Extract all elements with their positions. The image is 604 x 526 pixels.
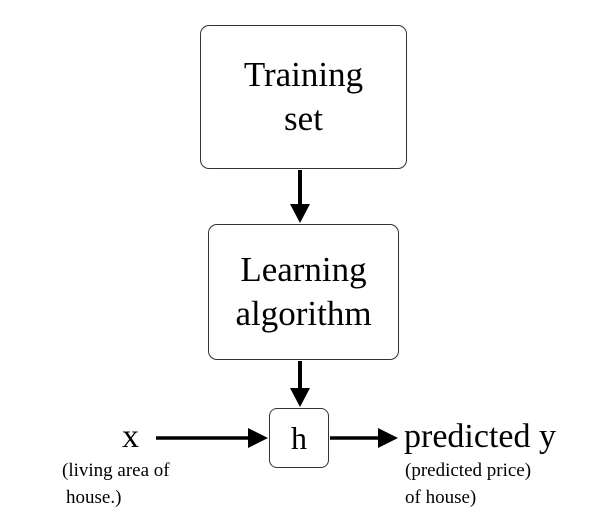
- learning-algorithm-box: Learning algorithm: [208, 224, 399, 360]
- learning-algorithm-line2: algorithm: [235, 294, 372, 333]
- arrow-training-to-learning: [290, 170, 310, 223]
- output-predicted-y-label: predicted y: [404, 418, 556, 455]
- input-x-label: x: [122, 418, 139, 455]
- training-set-line1: Training: [243, 55, 364, 94]
- input-note-line2: house.): [66, 487, 122, 508]
- output-note-line2: of house): [405, 487, 477, 508]
- learning-algorithm-line1: Learning: [240, 250, 367, 289]
- arrow-learning-to-h: [290, 361, 310, 407]
- input-note-line1: (living area of: [62, 460, 170, 481]
- hypothesis-box: h: [269, 408, 329, 468]
- training-set-line2: set: [284, 99, 323, 138]
- arrow-h-to-output: [330, 428, 398, 448]
- arrow-x-to-h: [156, 428, 268, 448]
- hypothesis-label: h: [291, 420, 307, 456]
- training-set-box: Training set: [200, 25, 407, 169]
- output-note-line1: (predicted price): [405, 460, 532, 481]
